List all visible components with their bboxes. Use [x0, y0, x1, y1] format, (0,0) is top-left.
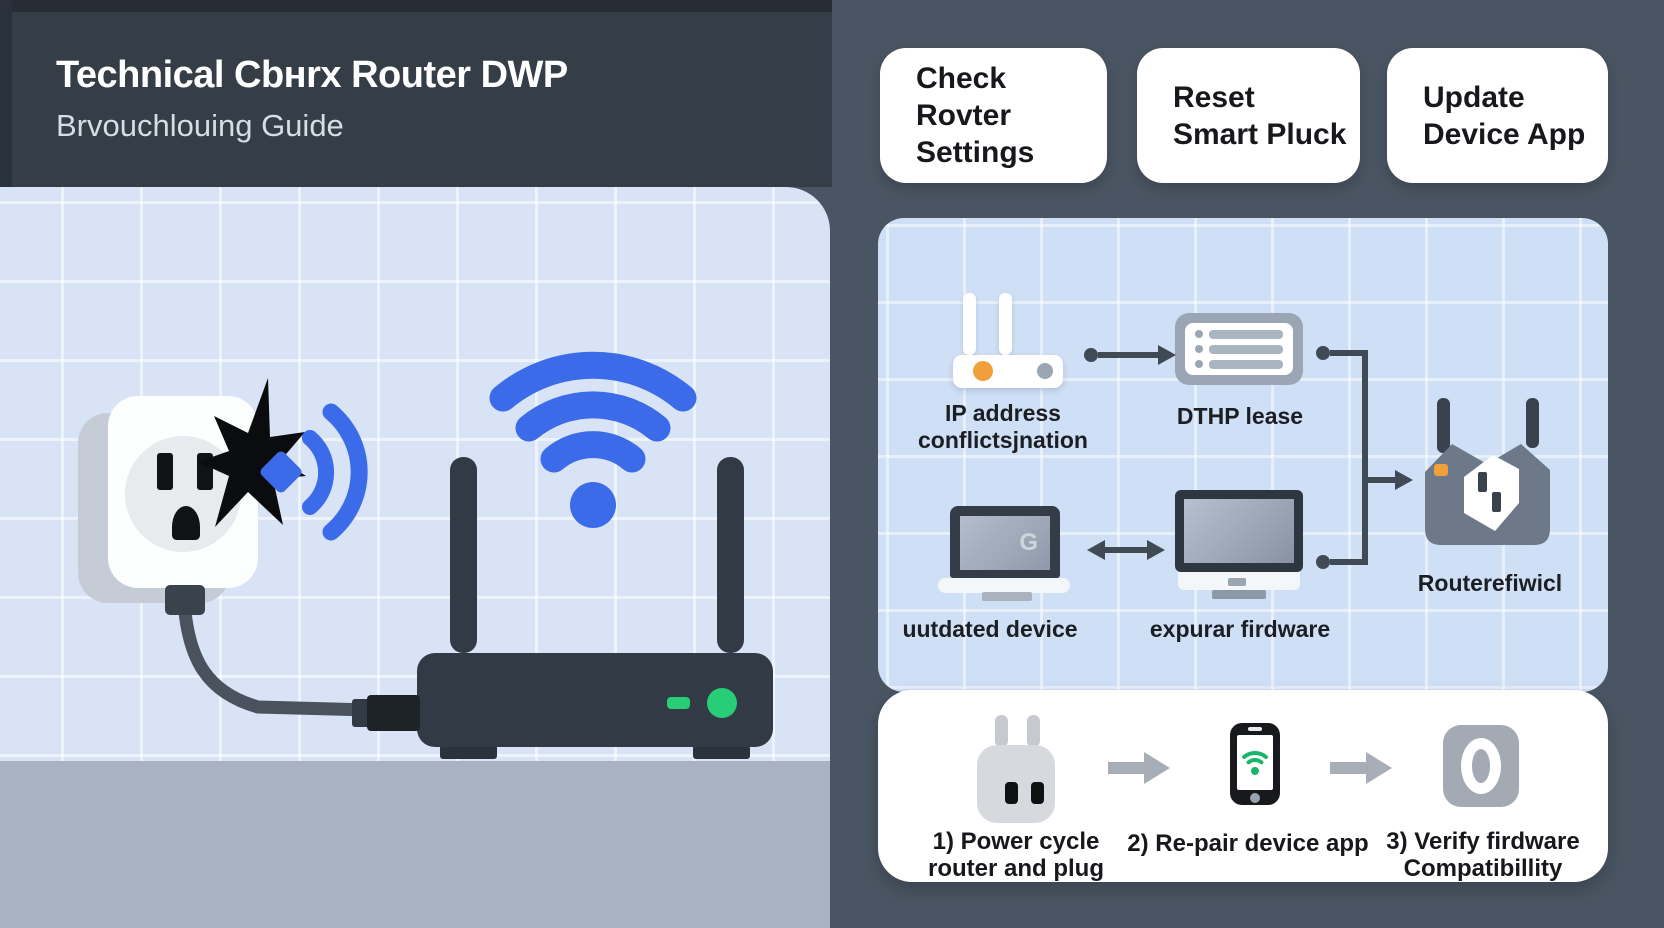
label-dhcp-lease: DTHP lease [1176, 403, 1304, 429]
step3-label: 3) Verify firdware Compatibillity [1386, 828, 1580, 882]
monitor-stand [1212, 590, 1266, 599]
plug-prong-right [1027, 715, 1040, 747]
card-label-line2: Settings [916, 136, 1035, 169]
mini-router-led-gray [1037, 363, 1053, 379]
dhcp-lease-icon [1175, 313, 1303, 385]
outlet-slot-left [157, 453, 173, 490]
step-arrow-2 [1330, 752, 1392, 784]
card-label-line2: Smart Pluck [1173, 117, 1347, 151]
laptop-icon: G [950, 506, 1060, 578]
header-top-edge [0, 0, 832, 12]
mini-router-antenna-left [963, 293, 976, 355]
label-expired-firmware: expurar firdware [1149, 616, 1331, 642]
card-check-router-settings: Check Rovter Settings [880, 48, 1107, 183]
steps-panel: 1) Power cycle router and plug 2) Re-pai… [878, 690, 1608, 882]
plug-slot-left [1005, 782, 1018, 804]
card-label-line2: Device App [1423, 117, 1586, 151]
floor [0, 761, 830, 928]
step2-label: 2) Re-pair device app [1127, 830, 1369, 857]
label-router-firmware: Routerefiwicl [1417, 570, 1563, 596]
spark-icon [198, 378, 306, 527]
laptop-base [938, 578, 1070, 593]
card-label-line1: Update [1423, 80, 1525, 114]
step1-label: 1) Power cycle router and plug [928, 828, 1104, 882]
card-label-line1: Reset [1173, 80, 1255, 114]
smartphone-home-button [1250, 793, 1260, 803]
label-outdated-device: uutdated device [902, 616, 1078, 642]
outlet-ground-hole [172, 506, 200, 540]
card-update-device-app: Update Device App [1387, 48, 1608, 183]
router-antenna-right [717, 457, 744, 653]
router-power-button [707, 688, 737, 718]
label-ip-conflict: IP address conflictsjnation [918, 400, 1088, 453]
laptop-notch [982, 592, 1032, 601]
page-subtitle: Brvouchlouing Guide [56, 108, 344, 143]
router-port-tip [352, 699, 370, 727]
card-reset-smart-plug: Reset Smart Pluck [1137, 48, 1360, 183]
plug-prong-left [995, 715, 1008, 747]
router-led [667, 697, 690, 709]
phone-wifi-icon [1242, 751, 1268, 775]
wifi-icon [489, 351, 697, 528]
router-firmware-icon [1425, 398, 1550, 545]
router-port [367, 695, 420, 731]
smartphone-speaker [1248, 727, 1262, 731]
mini-router-led-orange [973, 361, 993, 381]
plug-slot-right [1031, 782, 1044, 804]
monitor-icon [1175, 490, 1303, 572]
diagnostic-diagram-panel: IP address conflictsjnation DTHP lease G… [878, 218, 1608, 692]
mini-router-antenna-right [999, 293, 1012, 355]
header-panel: Technical Cbнrx Router DWP Brvouchlouing… [0, 0, 832, 187]
laptop-screen: G [960, 516, 1050, 570]
router-foot-right [693, 745, 750, 759]
plug-cord-connector [165, 585, 205, 615]
step-arrow-1 [1108, 752, 1170, 784]
illustration-scene [0, 187, 830, 928]
router-foot-left [440, 745, 497, 759]
signal-waves-icon [260, 403, 368, 541]
smartphone-screen [1237, 735, 1273, 790]
page-title: Technical Cbнrx Router DWP [56, 54, 568, 96]
router-antenna-left [450, 457, 477, 653]
zero-glyph [1461, 738, 1501, 794]
diagram-connectors [1084, 345, 1413, 569]
monitor-button [1228, 578, 1246, 586]
header-left-edge [0, 0, 12, 187]
power-cable [178, 605, 377, 717]
card-label-line1: Check Rovter [916, 62, 1012, 132]
